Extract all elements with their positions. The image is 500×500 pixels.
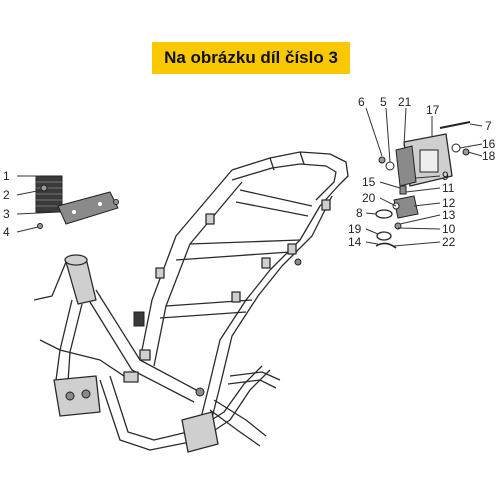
right-assembly	[375, 121, 471, 249]
callout-15: 15	[362, 175, 376, 189]
callout-3: 3	[3, 207, 10, 221]
right-callout-leaders	[365, 107, 483, 247]
callout-11: 11	[442, 181, 455, 195]
rear-bracket	[181, 411, 219, 453]
callout-7: 7	[485, 119, 492, 133]
callout-12: 12	[442, 196, 456, 210]
mounting-bracket	[57, 191, 119, 225]
part-banner: Na obrázku díl číslo 3	[152, 42, 350, 74]
callout-5: 5	[380, 95, 387, 109]
callout-18: 18	[482, 149, 496, 163]
callout-8: 8	[356, 206, 363, 220]
callout-9: 9	[442, 169, 449, 183]
callout-22: 22	[442, 235, 456, 249]
scooter-frame	[33, 151, 349, 453]
callout-16: 16	[482, 137, 496, 151]
callout-19: 19	[348, 222, 362, 236]
callout-13: 13	[442, 208, 456, 222]
callout-1: 1	[3, 169, 10, 183]
callout-20: 20	[362, 191, 376, 205]
callout-4: 4	[3, 225, 10, 239]
regulator-assembly	[35, 175, 119, 229]
callout-10: 10	[442, 222, 456, 236]
bracket-21	[395, 145, 417, 187]
left-callout-leaders	[16, 175, 61, 233]
callout-21: 21	[398, 95, 412, 109]
callout-6: 6	[358, 95, 365, 109]
lower-bracket	[53, 375, 101, 417]
callout-14: 14	[348, 235, 362, 249]
callout-17: 17	[426, 103, 440, 117]
callout-2: 2	[3, 188, 10, 202]
